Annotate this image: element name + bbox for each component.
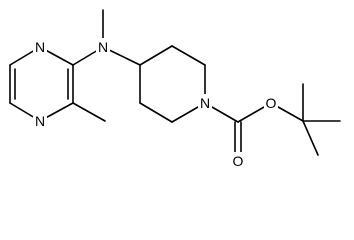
bond [171,45,206,66]
molecule-diagram: N N N N O O [9,9,341,170]
bond [139,45,173,66]
atom-label: N [35,39,45,55]
atom-o-carbonyl: O [231,152,245,170]
bond [139,102,173,123]
bond [302,120,319,156]
pyrazine-ring [9,46,74,122]
atom-label: N [35,113,45,129]
atom-label: N [98,39,108,55]
methyl-bond [72,102,106,122]
piperidine-ring [139,45,206,123]
atom-o-ester: O [264,94,278,112]
atom-n-pyrazine-top: N [33,38,47,56]
atom-n-piperidine: N [198,94,212,112]
atom-n-pyrazine-bottom: N [33,112,47,130]
atom-label: O [233,153,244,169]
atom-label: N [200,95,210,111]
atom-n-amine: N [96,38,110,56]
atom-label: O [266,95,277,111]
